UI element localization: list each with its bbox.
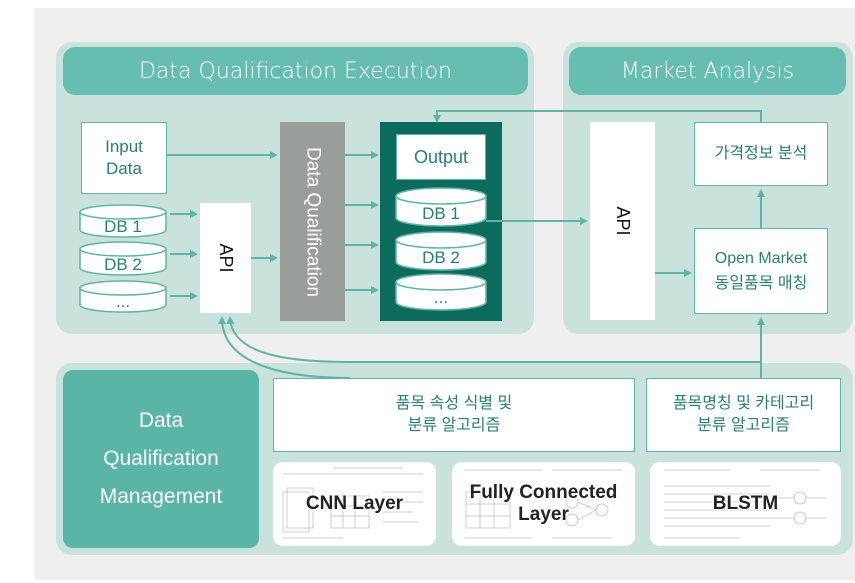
input-data-box: Input Data bbox=[81, 122, 167, 194]
cnn-layer-label: CNN Layer bbox=[305, 493, 404, 514]
fully-connected-sketch-image bbox=[464, 469, 622, 539]
data-qualification-bar: Data Qualification bbox=[280, 122, 345, 321]
blstm-sketch-image bbox=[664, 469, 826, 539]
cnn-layer-thumbnail: CNN Layer bbox=[273, 462, 436, 546]
execution-api-label: API bbox=[216, 243, 236, 273]
market-title: Market Analysis bbox=[569, 47, 846, 95]
fully-connected-thumbnail: Fully Connected Layer bbox=[452, 462, 635, 546]
category-algorithm-box: 품목명칭 및 카테고리 분류 알고리즘 bbox=[646, 378, 841, 452]
output-box: Output bbox=[396, 134, 486, 180]
attribute-algorithm-box: 품목 속성 식별 및 분류 알고리즘 bbox=[273, 378, 635, 452]
data-qualification-label: Data Qualification bbox=[302, 146, 324, 297]
blstm-thumbnail: BLSTM bbox=[650, 462, 841, 546]
open-market-box: Open Market 동일품목 매칭 bbox=[694, 228, 828, 314]
fully-connected-label: Fully Connected Layer bbox=[469, 482, 618, 525]
market-api-label: API bbox=[613, 206, 633, 236]
execution-api-box: API bbox=[200, 203, 251, 313]
price-analysis-box: 가격정보 분석 bbox=[694, 122, 828, 186]
blstm-label: BLSTM bbox=[712, 493, 779, 514]
cnn-sketch-image bbox=[282, 467, 423, 539]
market-api-box: API bbox=[590, 122, 655, 320]
execution-title: Data Qualification Execution bbox=[63, 47, 528, 95]
management-title: Data Qualification Management bbox=[63, 370, 259, 548]
